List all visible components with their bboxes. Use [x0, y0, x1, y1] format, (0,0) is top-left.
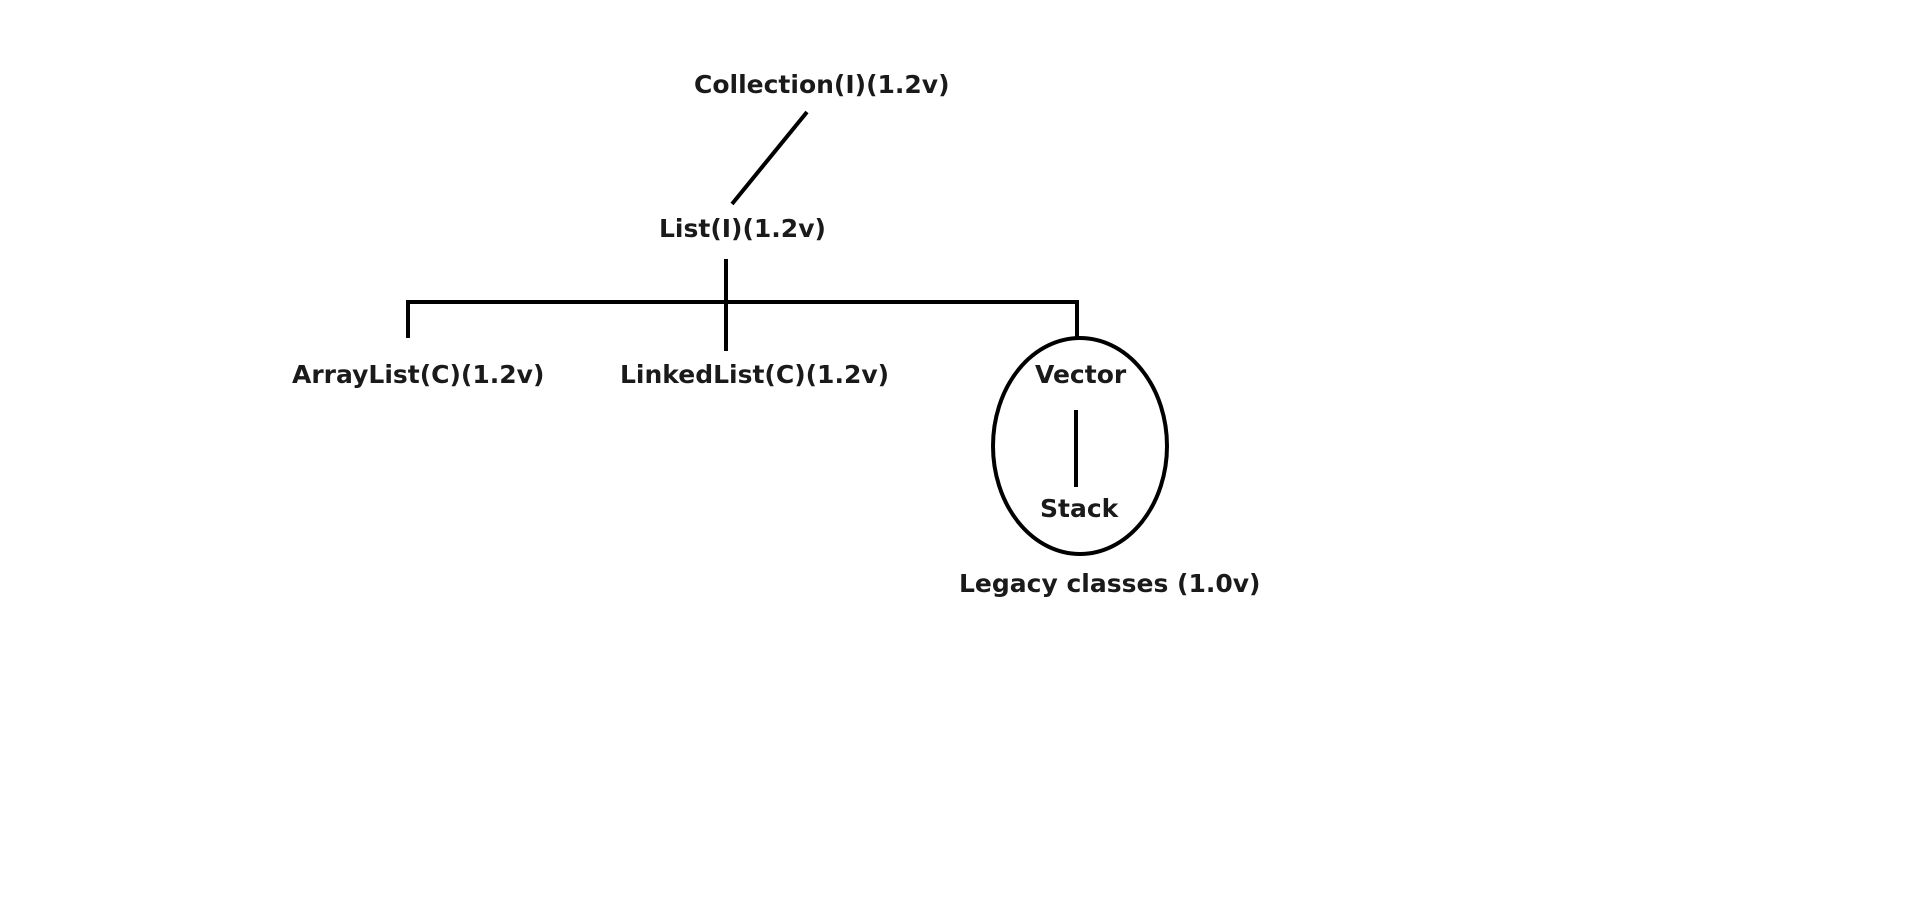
node-arraylist: ArrayList(C)(1.2v): [292, 360, 544, 389]
node-list: List(I)(1.2v): [659, 214, 826, 243]
node-vector: Vector: [1035, 360, 1127, 389]
node-linkedlist: LinkedList(C)(1.2v): [620, 360, 889, 389]
legacy-classes-caption: Legacy classes (1.0v): [959, 569, 1260, 598]
node-collection: Collection(I)(1.2v): [694, 70, 950, 99]
edge-collection-list: [730, 110, 809, 206]
node-stack: Stack: [1040, 494, 1120, 523]
legacy-classes-group-ellipse: [991, 336, 1169, 556]
